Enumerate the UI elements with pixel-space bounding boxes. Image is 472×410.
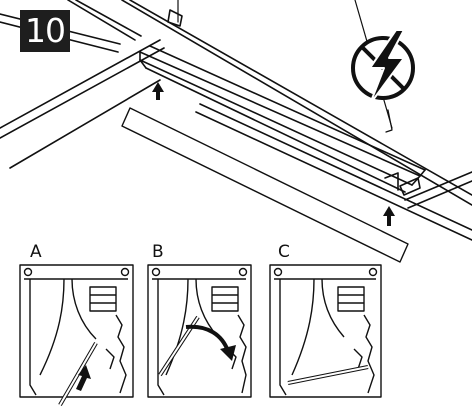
ceiling-rail-assembly	[0, 0, 472, 241]
diffuser-strip	[121, 107, 409, 263]
panel-label-a: A	[30, 242, 42, 262]
panel-a-cross-section	[19, 264, 134, 407]
panel-label-c: C	[278, 242, 290, 262]
panel-b-cross-section	[147, 264, 252, 398]
step-number-badge: 10	[20, 10, 70, 52]
electrical-hazard-lightning-icon	[351, 29, 415, 105]
panel-label-b: B	[152, 242, 164, 262]
arrow-up-icon	[152, 82, 395, 226]
panel-c-cross-section	[269, 264, 382, 398]
